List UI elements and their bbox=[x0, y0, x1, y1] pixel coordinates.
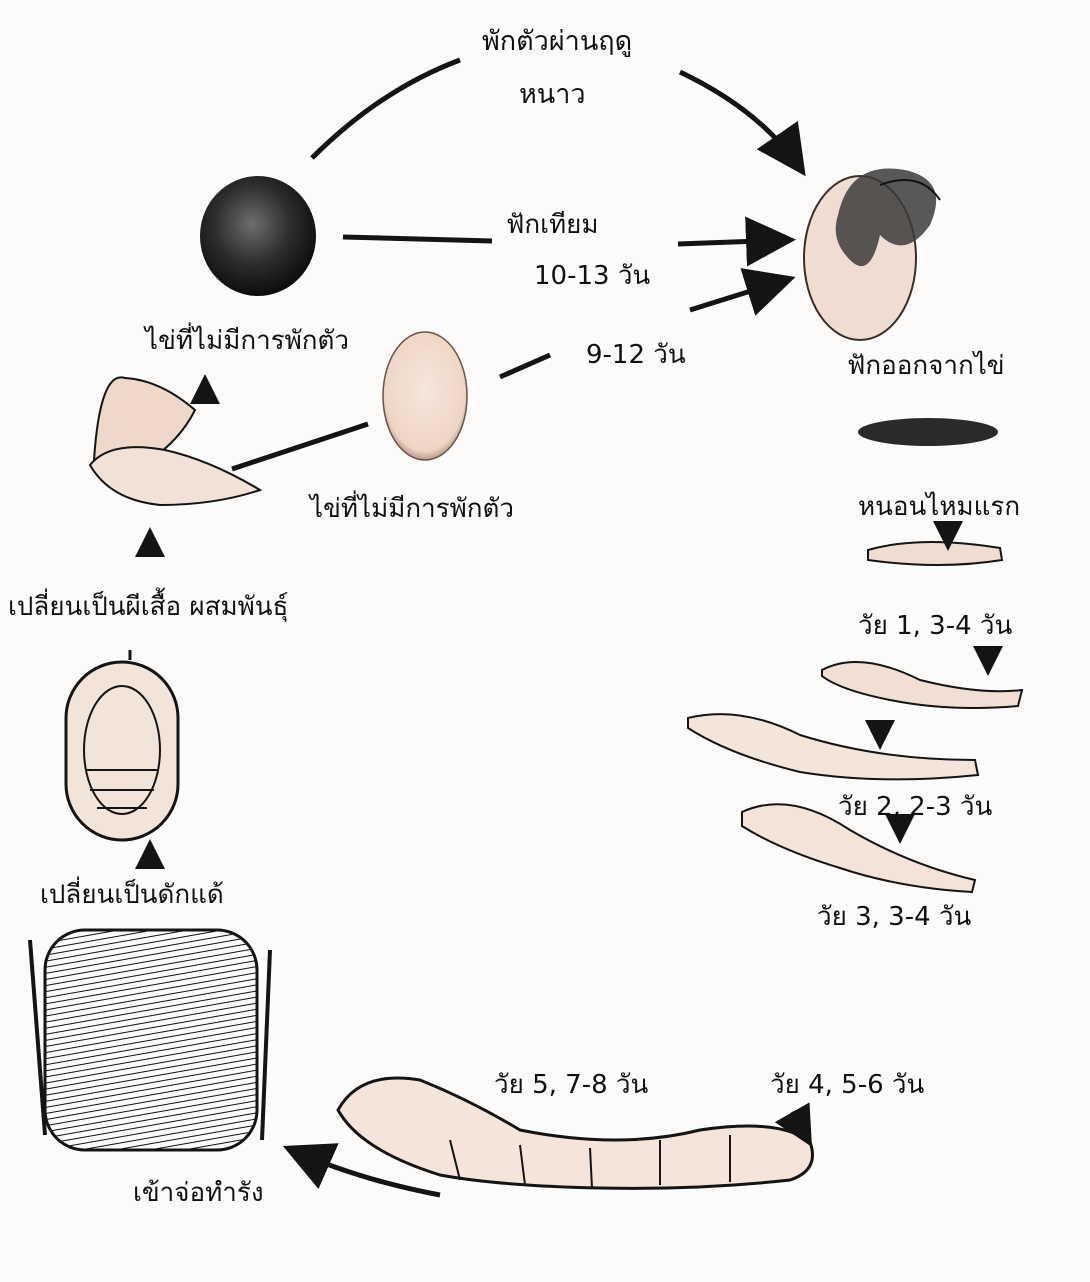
first-larva-icon bbox=[858, 418, 998, 446]
moth-label: เปลี่ยนเป็นผีเสื้อ ผสมพันธุ์ bbox=[8, 594, 288, 620]
dormancy-label-line1: พักตัวผ่านฤดู bbox=[482, 28, 632, 55]
dormancy-label-line2: หนาว bbox=[519, 81, 586, 108]
cocoon-icon bbox=[30, 930, 270, 1150]
instar1-larva-icon bbox=[868, 528, 1002, 565]
dormancy-arc-arrow bbox=[312, 60, 800, 168]
instar1-label: วัย 1, 3-4 วัน bbox=[858, 613, 1012, 639]
instar2-larva-icon bbox=[822, 647, 1022, 708]
moth-icon bbox=[90, 377, 260, 545]
cocoon-label: เข้าจ่อทำรัง bbox=[133, 1180, 264, 1206]
pupa-label: เปลี่ยนเป็นดักแด้ bbox=[40, 882, 224, 908]
first-larva-label: หนอนไหมแรก bbox=[858, 494, 1020, 520]
instar2-label: วัย 2, 2-3 วัน bbox=[838, 794, 992, 820]
artificial-hatching-label-line2: 10-13 วัน bbox=[534, 263, 650, 289]
non-dormant-egg-label: ไข่ที่ไม่มีการพักตัว bbox=[310, 496, 514, 522]
instar3-label: วัย 3, 3-4 วัน bbox=[817, 904, 971, 930]
dormant-egg-icon bbox=[200, 176, 316, 296]
instar4-label: วัย 4, 5-6 วัน bbox=[770, 1072, 924, 1098]
natural-hatching-arrow bbox=[232, 280, 786, 469]
artificial-hatching-label-line1: ฟักเทียม bbox=[506, 212, 599, 238]
natural-hatching-days-label: 9-12 วัน bbox=[586, 342, 686, 368]
dormant-egg-label: ไข่ที่ไม่มีการพักตัว bbox=[145, 328, 349, 354]
hatching-label: ฟักออกจากไข่ bbox=[847, 353, 1005, 379]
pupa-icon bbox=[66, 650, 178, 858]
instar5-label: วัย 5, 7-8 วัน bbox=[494, 1072, 648, 1098]
instar4-larva-icon bbox=[688, 714, 978, 779]
hatching-egg-icon bbox=[804, 168, 940, 340]
non-dormant-egg-icon bbox=[383, 332, 467, 460]
